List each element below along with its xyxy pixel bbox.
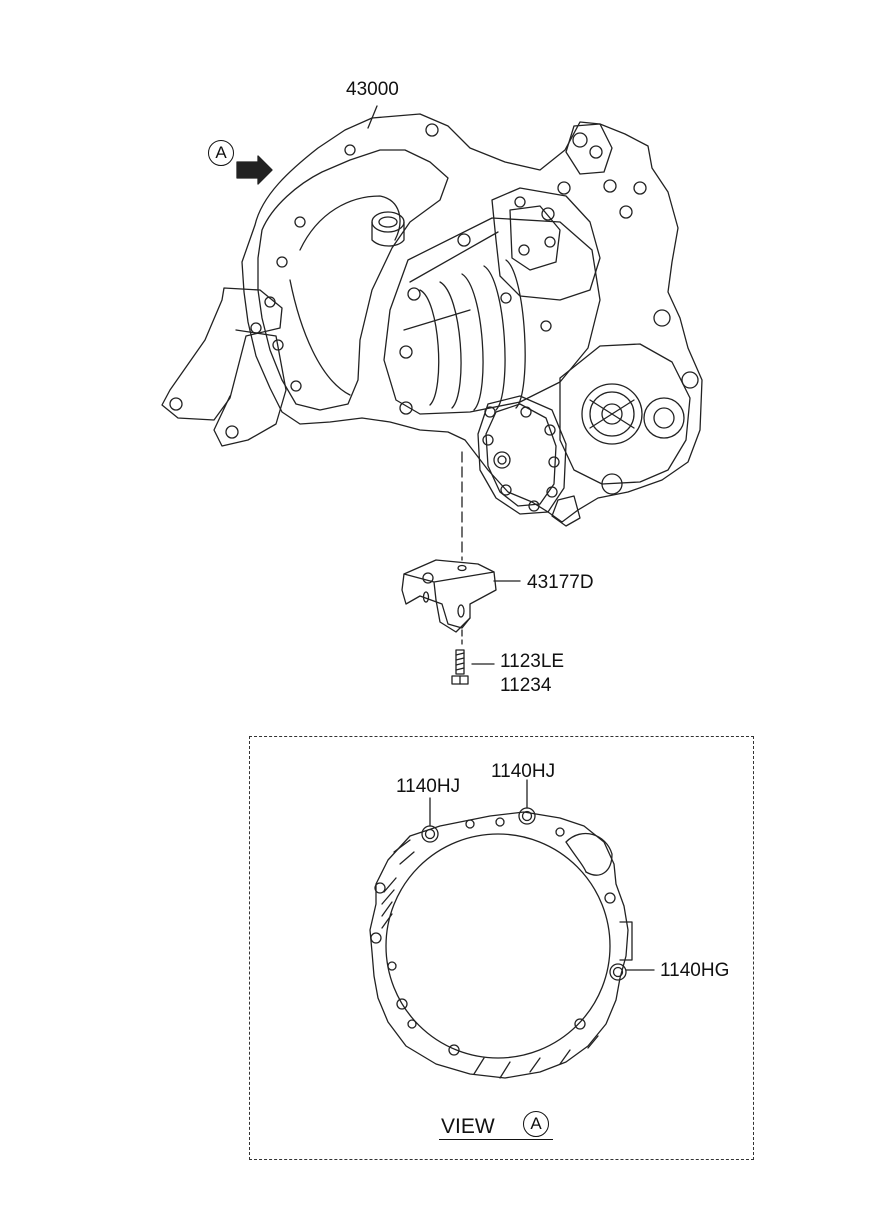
view-marker-circle: A: [208, 140, 234, 166]
part-label-43000: 43000: [346, 79, 399, 100]
view-caption: VIEW: [441, 1115, 495, 1138]
view-a-frame: [249, 736, 754, 1160]
view-caption-underline: [439, 1139, 553, 1140]
part-label-11234: 11234: [500, 675, 552, 696]
transaxle-assembly-drawing: [161, 105, 703, 561]
end-plate-gasket-drawing: [369, 779, 655, 1079]
part-label-1140hj-left: 1140HJ: [396, 776, 461, 797]
part-label-1123le: 1123LE: [500, 651, 565, 672]
bracket-43177d-drawing: [401, 559, 521, 645]
part-label-1140hj-top: 1140HJ: [491, 761, 556, 782]
view-arrow-icon: [236, 155, 273, 185]
part-label-1140hg: 1140HG: [660, 960, 730, 981]
part-label-43177d: 43177D: [527, 572, 594, 593]
view-caption-marker: A: [523, 1111, 549, 1137]
bolt-drawing: [451, 649, 495, 685]
